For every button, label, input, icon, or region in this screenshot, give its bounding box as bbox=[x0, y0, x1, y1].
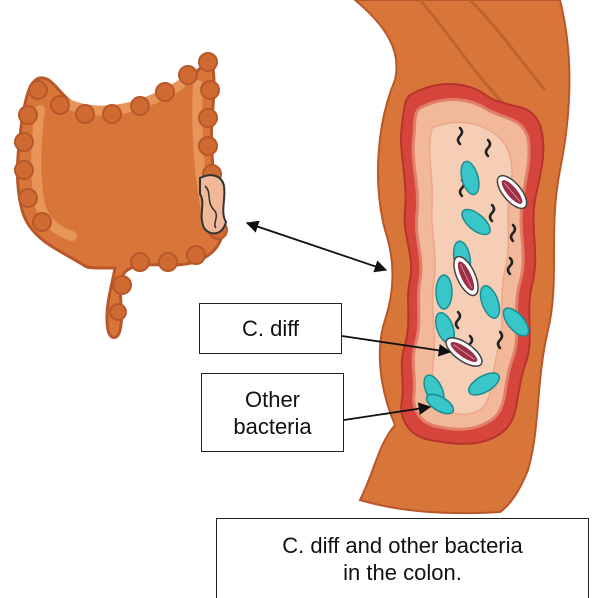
zoom-double-arrow bbox=[247, 223, 386, 270]
figure-caption: C. diff and other bacteria in the colon. bbox=[216, 518, 589, 598]
caption-line2: in the colon. bbox=[282, 559, 523, 586]
other-bacteria-label-line2: bacteria bbox=[233, 413, 311, 440]
whole-colon-illustration bbox=[15, 53, 227, 338]
other-bacteria-label: Other bacteria bbox=[201, 373, 344, 452]
caption-line1: C. diff and other bacteria bbox=[282, 532, 523, 559]
other-bacteria-label-line1: Other bbox=[233, 386, 311, 413]
colon-tube bbox=[17, 58, 222, 338]
colon-closeup bbox=[355, 0, 569, 513]
highlighted-colon-segment bbox=[200, 175, 226, 233]
c-diff-label: C. diff bbox=[199, 303, 342, 354]
other-bacterium bbox=[436, 275, 452, 309]
c-diff-label-text: C. diff bbox=[242, 316, 299, 342]
